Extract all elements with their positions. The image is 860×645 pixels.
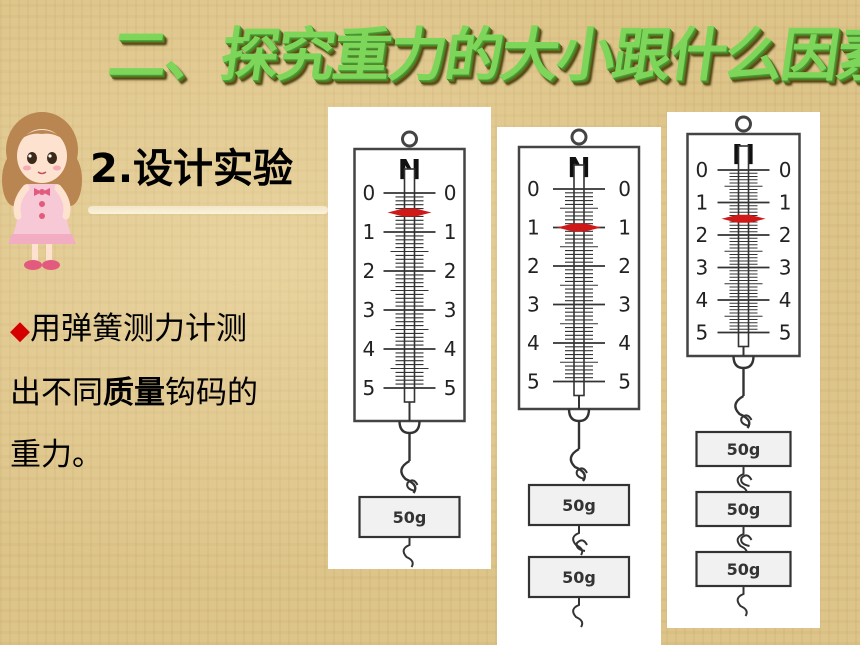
scale-number-right: 5 <box>618 370 631 394</box>
scale-number-right: 4 <box>444 337 457 361</box>
scale-number-right: 3 <box>444 298 457 322</box>
scale-number-left: 3 <box>696 256 709 280</box>
weight-ring-icon <box>575 467 588 480</box>
top-ring-icon <box>735 115 752 133</box>
body-line-3: 重力。 <box>10 437 103 473</box>
weight-bottom-hook-icon <box>736 586 748 617</box>
weight-ring-icon <box>740 534 753 547</box>
scale-number-left: 1 <box>363 220 376 244</box>
hook-connector <box>398 420 421 435</box>
weight-mass-label: 50g <box>562 568 596 587</box>
body-line-2-start: 出不同 <box>10 375 103 411</box>
pointer-indicator <box>721 214 766 223</box>
scale-number-right: 2 <box>618 254 631 278</box>
slide-title: 二、探究重力的大小跟什么因素有关 <box>104 21 860 89</box>
pointer-indicator <box>387 208 432 217</box>
spring-scale-panel-2: N00112233445550g50g <box>497 127 661 645</box>
scale-tube <box>573 164 585 397</box>
weight-ring-icon <box>406 479 419 492</box>
scale-number-left: 0 <box>363 181 376 205</box>
scale-number-right: 0 <box>618 177 631 201</box>
section-heading: 2.设计实验 <box>90 146 294 192</box>
weight-mass-label: 50g <box>562 496 596 515</box>
scale-number-left: 5 <box>527 370 540 394</box>
top-ring-icon <box>570 128 588 146</box>
weight-mass-label: 50g <box>727 440 761 459</box>
pointer-indicator <box>557 223 601 232</box>
spring-scale-drawing: N00112233445550g50g <box>517 128 641 628</box>
hook-connector <box>732 355 755 370</box>
cartoon-girl-illustration <box>2 112 82 270</box>
weight-mass-label: 50g <box>727 560 761 579</box>
scale-number-left: 5 <box>363 376 376 400</box>
scale-number-right: 1 <box>779 191 792 215</box>
scale-number-right: 5 <box>779 321 792 345</box>
scale-number-right: 5 <box>444 376 457 400</box>
spring-scale-panel-1: N00112233445550g <box>328 107 491 569</box>
scale-number-right: 1 <box>444 220 457 244</box>
body-line-2-bold: 质量 <box>103 375 165 411</box>
weight-bottom-hook-icon <box>402 537 414 568</box>
hook-icon <box>400 459 417 494</box>
scale-number-right: 0 <box>444 181 457 205</box>
weight-ring-icon <box>740 474 753 487</box>
hook-connector <box>567 408 591 423</box>
hook-icon <box>569 447 586 482</box>
scale-number-left: 2 <box>696 223 709 247</box>
spring-scale-drawing: N00112233445550g50g50g <box>686 115 801 617</box>
weight-mass-label: 50g <box>727 500 761 519</box>
scale-tube <box>403 168 416 403</box>
scale-number-right: 1 <box>618 216 631 240</box>
hook-weight-block <box>527 555 631 599</box>
spring-scale-panel-3: N00112233445550g50g50g <box>667 112 820 628</box>
weight-ring-icon <box>740 414 753 427</box>
scale-number-left: 1 <box>696 191 709 215</box>
scale-number-left: 0 <box>527 177 540 201</box>
scale-number-right: 3 <box>779 256 792 280</box>
scale-number-left: 1 <box>527 216 540 240</box>
scale-number-left: 2 <box>363 259 376 283</box>
scale-number-right: 4 <box>779 288 792 312</box>
hook-weight-block <box>695 550 792 588</box>
scale-number-left: 3 <box>363 298 376 322</box>
scale-number-left: 4 <box>363 337 376 361</box>
hook-weight-block <box>358 495 461 539</box>
scale-number-left: 3 <box>527 293 540 317</box>
scale-number-left: 0 <box>696 158 709 182</box>
scale-number-right: 2 <box>444 259 457 283</box>
body-paragraph: ◆用弹簧测力计测 出不同质量钩码的 重力。 <box>10 298 328 486</box>
top-ring-icon <box>401 130 418 148</box>
hook-weight-block <box>695 490 792 528</box>
scale-number-left: 4 <box>696 288 709 312</box>
weight-bottom-hook-icon <box>572 597 584 628</box>
diamond-bullet-icon: ◆ <box>10 316 30 346</box>
scale-number-left: 5 <box>696 321 709 345</box>
weight-ring-icon <box>575 539 588 552</box>
hook-icon <box>734 394 751 429</box>
scale-number-right: 3 <box>618 293 631 317</box>
body-line-1: 用弹簧测力计测 <box>30 311 247 347</box>
scale-number-right: 2 <box>779 223 792 247</box>
scale-number-left: 2 <box>527 254 540 278</box>
body-line-2-end: 钩码的 <box>165 375 258 411</box>
scale-number-right: 4 <box>618 331 631 355</box>
scale-number-left: 4 <box>527 331 540 355</box>
spring-scale-drawing: N00112233445550g <box>353 130 466 568</box>
scale-number-right: 0 <box>779 158 792 182</box>
weight-mass-label: 50g <box>393 508 427 527</box>
decorative-divider-bar <box>88 206 328 214</box>
